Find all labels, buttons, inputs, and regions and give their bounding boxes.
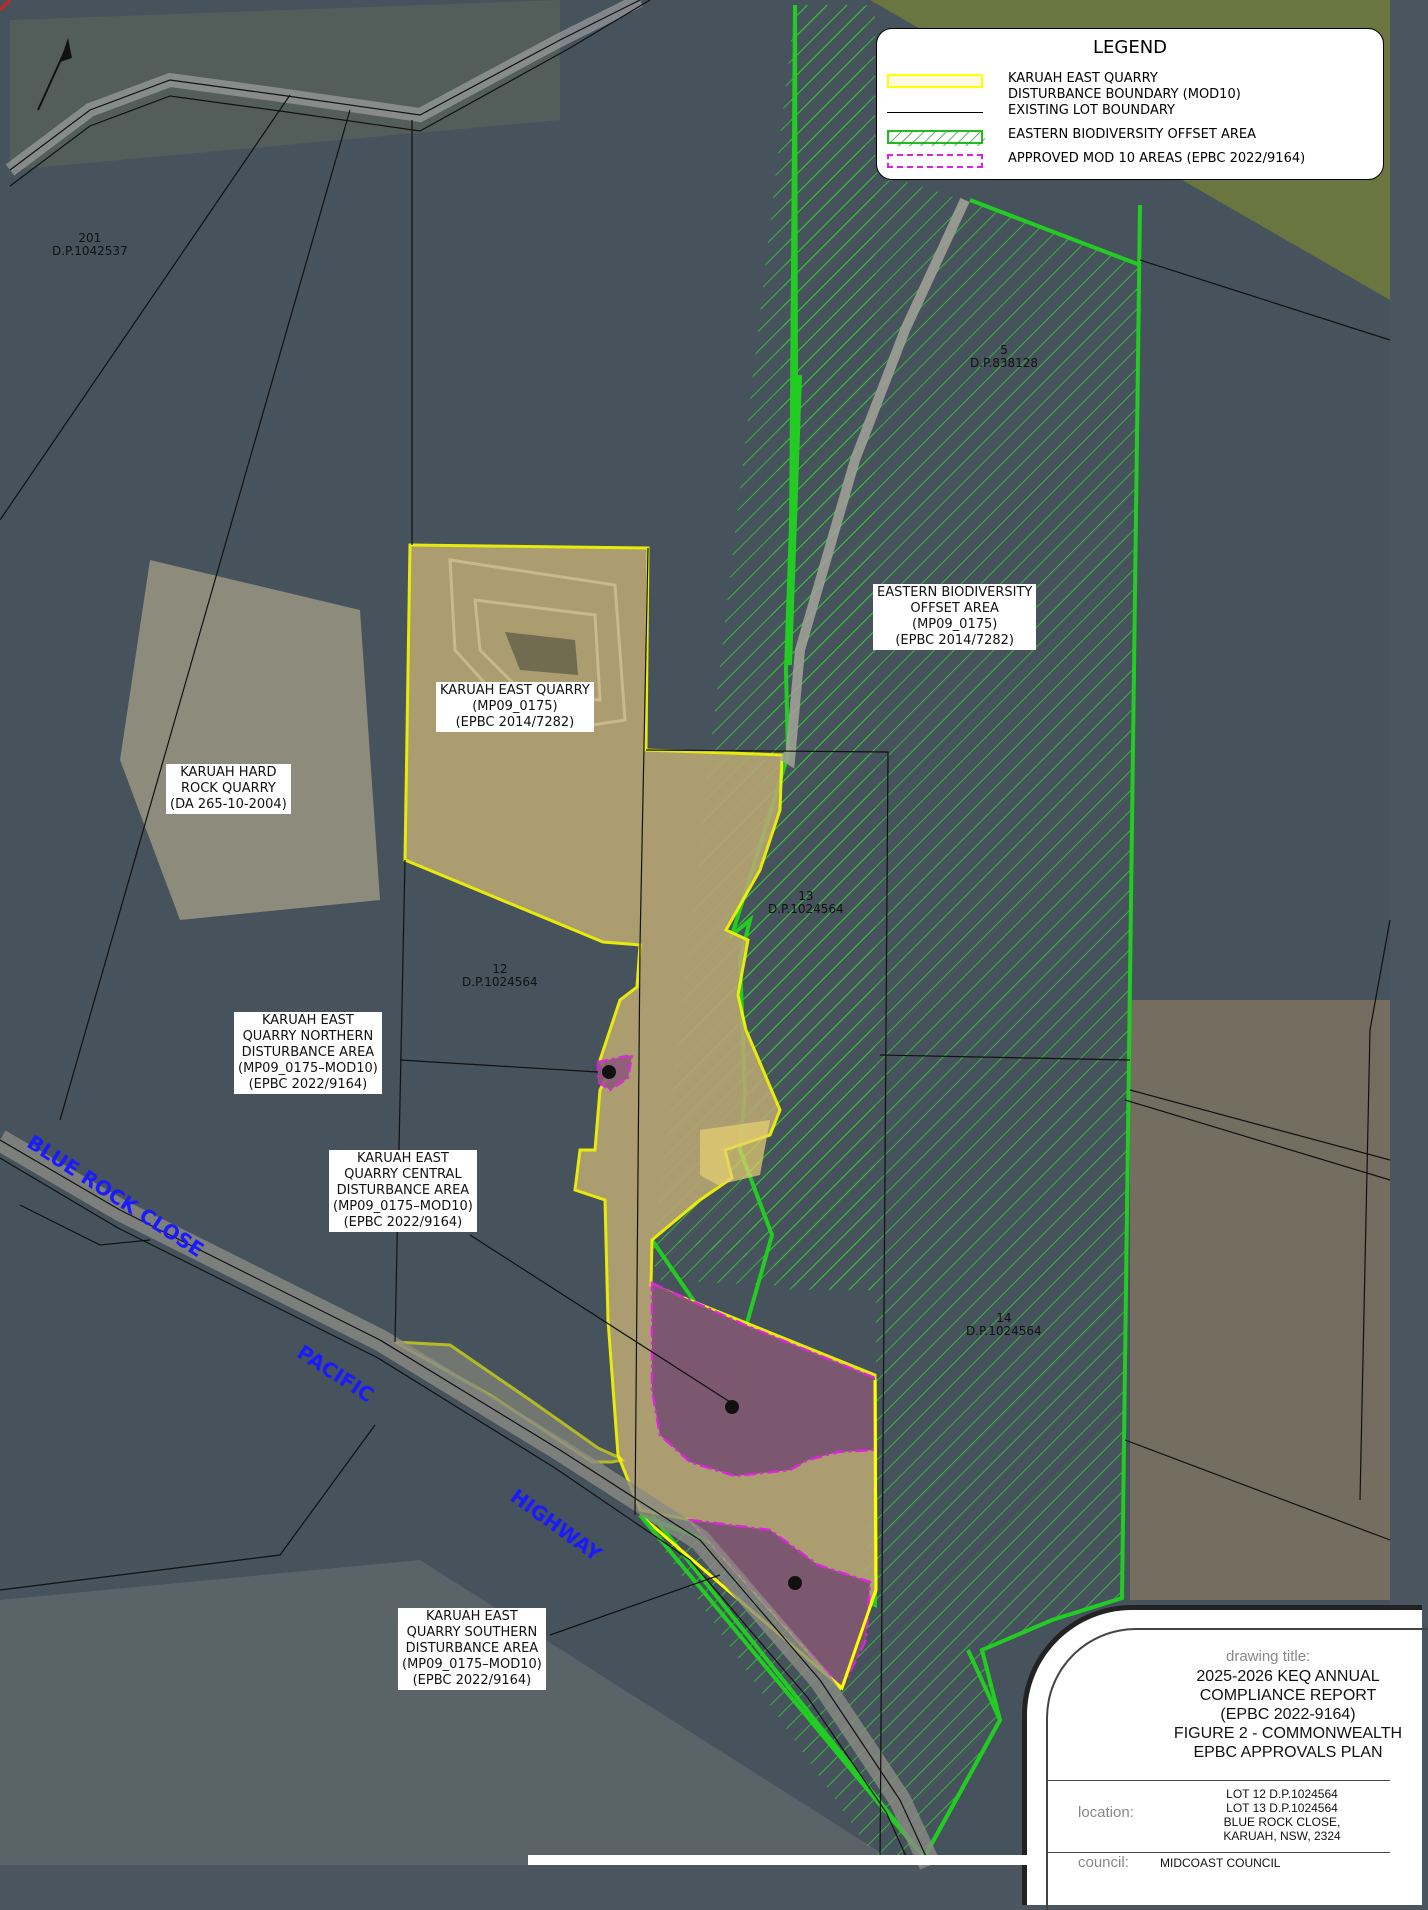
corner-mark (0, 0, 12, 12)
location-text: LOT 12 D.P.1024564 LOT 13 D.P.1024564 BL… (1223, 1787, 1341, 1843)
legend-item-lot-boundary: EXISTING LOT BOUNDARY (887, 103, 1377, 125)
offset-area-hatch (640, 5, 1140, 1865)
highway-edge-line-2 (0, 1157, 911, 1866)
title-block-inner (1046, 1628, 1428, 1910)
legend-swatch-line (887, 112, 983, 113)
council-value: MIDCOAST COUNCIL (1160, 1856, 1281, 1870)
caption-drawing-title: drawing title: (1226, 1648, 1311, 1665)
north-arrow-icon (60, 38, 72, 62)
northern-road-line-2 (9, 0, 651, 187)
legend-item-offset-area: EASTERN BIODIVERSITY OFFSET AREA (887, 127, 1377, 149)
label-karuah-east-quarry: KARUAH EAST QUARRY(MP09_0175)(EPBC 2014/… (436, 682, 594, 732)
title-block-divider-2 (1046, 1852, 1390, 1853)
central-area-marker (725, 1400, 739, 1414)
caption-council: council: (1078, 1854, 1129, 1871)
legend-swatch-yellow (887, 74, 983, 88)
legend-title: LEGEND (1092, 37, 1168, 58)
legend-item-mod10-areas: APPROVED MOD 10 AREAS (EPBC 2022/9164) (887, 151, 1377, 173)
caption-location: location: (1078, 1804, 1134, 1821)
offset-area-hatch-mid (650, 5, 875, 1290)
mod10-central-area (650, 1281, 877, 1478)
drawing-title: 2025-2026 KEQ ANNUAL COMPLIANCE REPORT (… (1173, 1668, 1403, 1761)
farmland-east (1130, 1000, 1390, 1600)
highway-edge-line (0, 1139, 931, 1866)
southern-area-marker (788, 1576, 802, 1590)
hard-rock-quarry-pit (120, 560, 380, 920)
lot-boundaries (0, 94, 1391, 1866)
legend-swatch-hatch (887, 130, 985, 146)
access-road (779, 197, 970, 769)
bottom-strip (528, 1855, 1028, 1865)
clearing-nw (10, 0, 560, 170)
aerial-map (0, 0, 1391, 1870)
title-block-divider (1046, 1780, 1390, 1781)
legend-swatch-magenta (887, 154, 983, 168)
sediment-pond (700, 1120, 770, 1185)
northern-road-line (9, 0, 641, 171)
northern-area-marker (602, 1065, 616, 1079)
forest-sw (0, 1560, 900, 1865)
pit-floor (505, 632, 578, 675)
